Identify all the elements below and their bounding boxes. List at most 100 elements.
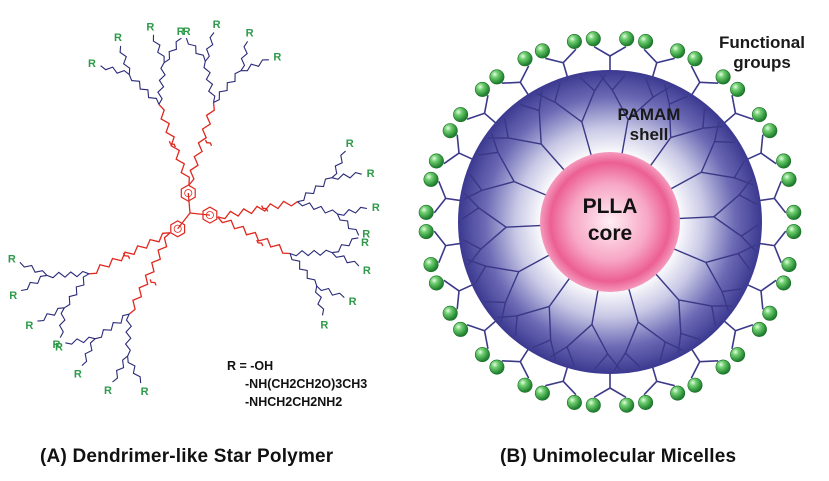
- functional-group-ball: [619, 31, 635, 47]
- functional-group-ball: [670, 385, 686, 401]
- dendron-branch: [81, 338, 96, 367]
- functional-stalk: [690, 347, 701, 363]
- shell-branch: [477, 151, 498, 156]
- plla-segment: [217, 200, 298, 220]
- shell-branch: [678, 299, 682, 334]
- shell-branch: [566, 323, 593, 348]
- functional-stalk: [593, 387, 611, 398]
- shell-branch: [672, 247, 707, 264]
- end-group-r: R: [114, 32, 122, 44]
- shell-branch: [700, 141, 716, 173]
- shell-branch: [513, 180, 548, 197]
- functional-stalk: [562, 365, 569, 382]
- dendron-branch: [213, 70, 242, 103]
- dendron-branch: [240, 41, 249, 72]
- functional-group-ball: [638, 33, 654, 49]
- aromatic-circle: [205, 211, 214, 220]
- functional-group-ball: [534, 43, 550, 59]
- unimolecular-micelle: [418, 31, 802, 413]
- functional-stalk: [746, 283, 762, 292]
- shell-branch: [654, 272, 680, 301]
- functional-group-ball: [670, 43, 686, 59]
- shell-branch: [593, 73, 607, 92]
- shell-branch: [713, 216, 742, 237]
- functional-stalk: [519, 81, 530, 97]
- functional-group-ball: [474, 347, 490, 363]
- shell-label-line1: PAMAM: [618, 105, 681, 124]
- shell-branch: [462, 239, 482, 250]
- shell-branch: [624, 352, 641, 368]
- functional-group-ball: [585, 31, 601, 47]
- functional-stalk: [433, 230, 447, 247]
- functional-group-ball: [751, 321, 767, 337]
- shell-branch: [474, 265, 487, 284]
- shell-branch: [508, 137, 542, 145]
- shell-branch: [738, 178, 753, 196]
- shell-branch: [548, 276, 571, 307]
- functional-group-ball: [517, 377, 533, 393]
- end-group-r: R: [372, 202, 380, 214]
- functional-stalk: [651, 62, 658, 79]
- shell-branch: [613, 352, 627, 371]
- shell-branch: [738, 194, 758, 205]
- shell-branch: [518, 253, 551, 273]
- shell-branch: [599, 73, 613, 91]
- functional-group-ball: [786, 204, 802, 220]
- dendron-branch: [37, 307, 65, 322]
- functional-stalk: [443, 279, 460, 292]
- shell-branch: [497, 315, 518, 319]
- functional-stalk: [773, 230, 787, 247]
- shell-branch: [538, 90, 543, 111]
- shell-branch: [503, 118, 509, 139]
- functional-group-ball: [534, 385, 550, 401]
- functional-group-ball: [730, 81, 746, 97]
- functional-group-ball: [687, 51, 703, 67]
- dendron-branch: [100, 65, 130, 76]
- dendron-branch: [337, 206, 368, 216]
- shell-branch: [469, 173, 483, 191]
- shell-branch: [611, 89, 629, 120]
- shell-branch: [566, 346, 575, 366]
- r-definition-line1: R = -OH: [227, 359, 273, 373]
- shell-branch: [652, 86, 671, 98]
- shell-branch: [506, 224, 543, 228]
- end-group-r: R: [346, 138, 354, 150]
- dendron-branch: [315, 285, 325, 316]
- dendron-branch: [95, 313, 130, 340]
- functional-stalk: [484, 112, 498, 125]
- end-group-r: R: [74, 369, 82, 381]
- functional-stalk: [438, 245, 447, 264]
- functional-group-ball: [418, 204, 434, 220]
- functional-group-ball: [453, 321, 469, 337]
- shell-branch: [554, 101, 583, 123]
- functional-stalk: [545, 380, 564, 387]
- dendron-branch: [112, 355, 128, 383]
- end-group-r: R: [367, 168, 375, 180]
- functional-groups-label-line1: Functional: [719, 33, 805, 52]
- dendron-branch: [331, 150, 346, 179]
- functional-stalk: [501, 81, 521, 84]
- shell-branch: [579, 76, 596, 92]
- end-group-r: R: [141, 386, 149, 398]
- functional-stalk: [562, 48, 577, 64]
- functional-group-ball: [687, 377, 703, 393]
- functional-stalk: [758, 242, 775, 247]
- plla-segment: [188, 102, 215, 186]
- end-group-r: R: [363, 265, 371, 277]
- shell-branch: [549, 339, 556, 360]
- functional-stalk: [519, 347, 530, 363]
- shell-branch: [531, 339, 551, 349]
- shell-branch: [705, 262, 723, 293]
- dendron-branch: [204, 32, 215, 62]
- plla-segment: [128, 232, 171, 315]
- end-group-r: R: [9, 290, 17, 302]
- dendron-branch: [157, 62, 166, 105]
- functional-stalk: [643, 380, 658, 396]
- dendron-branch: [185, 37, 206, 62]
- functional-stalk: [519, 361, 530, 379]
- plla-core: [540, 152, 680, 292]
- dendron-branch: [127, 356, 142, 384]
- functional-stalk: [445, 197, 462, 202]
- shell-branch: [734, 177, 754, 186]
